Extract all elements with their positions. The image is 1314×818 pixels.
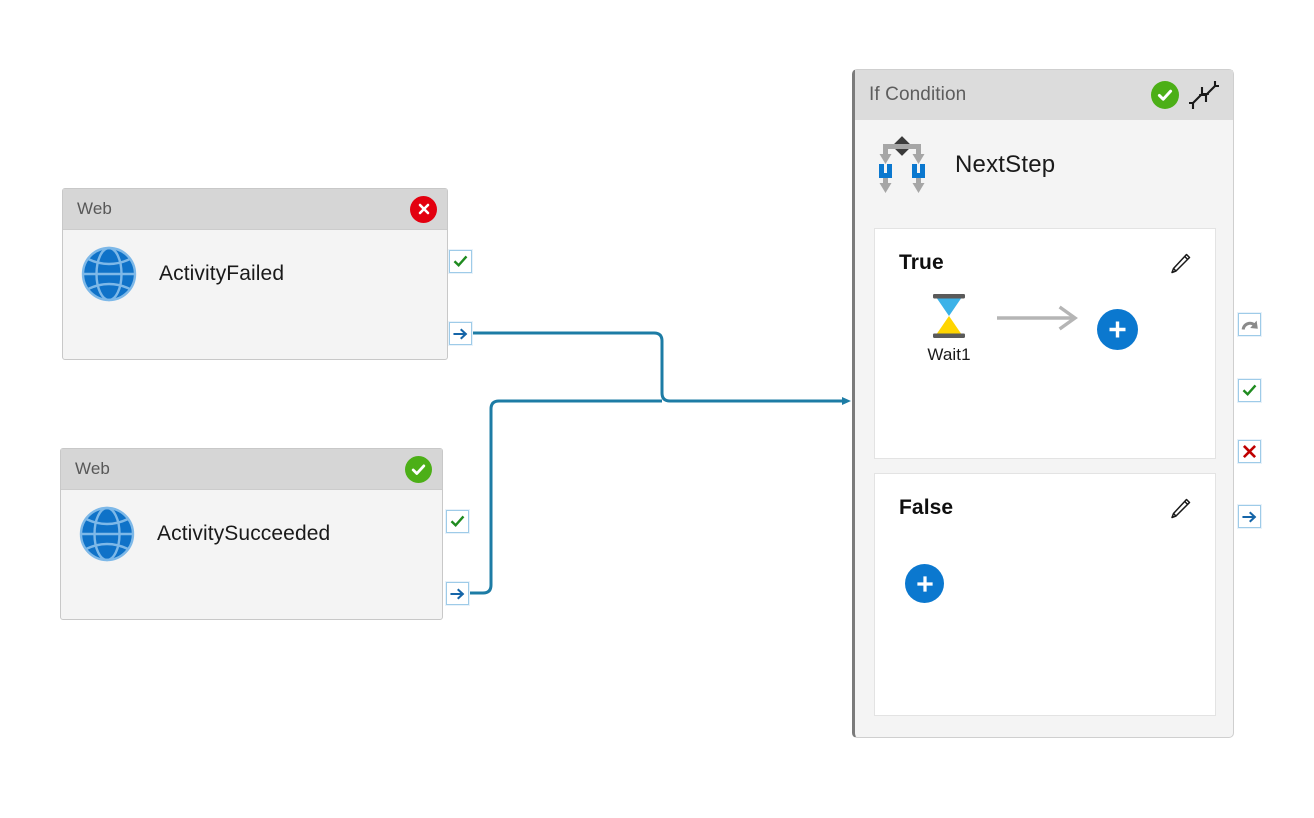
status-badge-ok (1151, 81, 1179, 109)
branch-header: True (875, 229, 1215, 277)
collapse-icon[interactable] (1189, 81, 1219, 109)
handle-next-failed[interactable] (449, 322, 472, 345)
node-title-bar: Web (61, 449, 442, 490)
panel-title: If Condition (869, 84, 967, 105)
hourglass-icon (929, 293, 969, 339)
node-label: ActivitySucceeded (157, 522, 331, 545)
branch-content: Wait1 (875, 293, 1215, 365)
globe-icon (81, 246, 137, 302)
if-step-label: NextStep (955, 151, 1056, 178)
branch-false[interactable]: False (874, 473, 1216, 716)
handle-loop-if[interactable] (1238, 313, 1261, 336)
branch-name: True (899, 251, 944, 274)
if-condition-panel[interactable]: If Condition (852, 69, 1234, 738)
branch-header: False (875, 474, 1215, 522)
node-title-text: Web (75, 459, 110, 478)
node-title-bar: Web (63, 189, 447, 230)
handle-check-succeeded[interactable] (446, 510, 469, 533)
if-step-row: NextStep (855, 120, 1233, 202)
node-body: ActivityFailed (63, 230, 447, 318)
branch-icon (871, 134, 933, 196)
branch-true[interactable]: True (874, 228, 1216, 459)
handle-next-succeeded[interactable] (446, 582, 469, 605)
handle-check-failed[interactable] (449, 250, 472, 273)
add-activity-true-button[interactable] (1097, 308, 1138, 350)
node-activity-succeeded[interactable]: Web Activit (60, 448, 443, 620)
handle-error-if[interactable] (1238, 440, 1261, 463)
pencil-icon[interactable] (1167, 496, 1193, 522)
handle-ok-if[interactable] (1238, 379, 1261, 402)
check-icon (1242, 384, 1257, 397)
activity-wait1[interactable]: Wait1 (907, 293, 991, 365)
globe-icon (79, 506, 135, 562)
check-icon (453, 255, 468, 268)
arrow-right-icon (449, 588, 464, 599)
status-badge-error (410, 195, 437, 223)
node-label: ActivityFailed (159, 262, 285, 285)
check-icon (450, 515, 465, 528)
add-activity-false-button[interactable] (905, 564, 944, 603)
branch-content (875, 564, 1215, 603)
handle-next-if[interactable] (1238, 505, 1261, 528)
branch-name: False (899, 496, 954, 519)
status-badge-ok (405, 455, 432, 483)
arrow-right-icon (452, 328, 467, 339)
node-activity-failed[interactable]: Web Activit (62, 188, 448, 360)
flow-arrow-icon (995, 305, 1083, 336)
activity-label: Wait1 (927, 345, 971, 364)
node-body: ActivitySucceeded (61, 490, 442, 578)
connector-succeeded-to-if (469, 399, 662, 595)
connector-failed-to-if (472, 331, 851, 405)
cross-icon (1242, 444, 1257, 459)
pencil-icon[interactable] (1167, 251, 1193, 277)
arrow-right-icon (1241, 511, 1256, 522)
node-title-text: Web (77, 199, 112, 218)
curved-arrow-icon (1241, 320, 1258, 330)
if-condition-header: If Condition (855, 70, 1233, 120)
